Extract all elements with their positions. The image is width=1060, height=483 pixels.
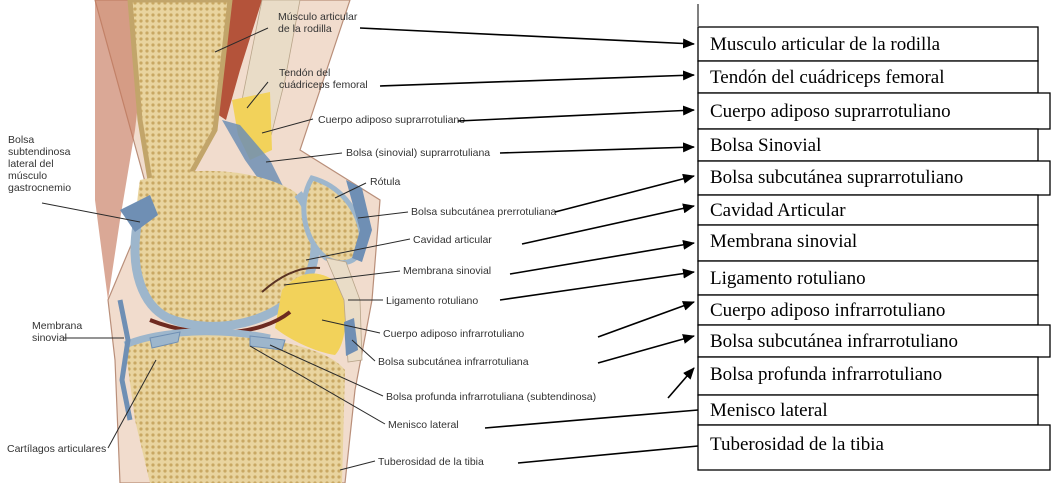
- answer-text-5: Bolsa subcutánea suprarrotuliano: [710, 167, 963, 188]
- arrow-7: [510, 243, 694, 274]
- knee-illustration: [95, 0, 380, 483]
- answer-text-4: Bolsa Sinovial: [710, 135, 821, 156]
- answer-text-8: Ligamento rotuliano: [710, 268, 866, 289]
- arrow-8: [500, 272, 694, 300]
- label-cuerpo-infra: Cuerpo adiposo infrarrotuliano: [383, 328, 524, 340]
- label-bolsa-prerrot: Bolsa subcutánea prerrotuliana: [411, 206, 557, 218]
- leader-line-13: [518, 446, 698, 463]
- label-membrana: Membrana sinovial: [403, 265, 491, 277]
- arrow-9: [598, 302, 694, 337]
- arrow-10: [598, 336, 694, 363]
- label-cuerpo-supra: Cuerpo adiposo suprarrotuliano: [318, 114, 465, 126]
- tibia: [125, 332, 345, 483]
- answer-boxes: Musculo articular de la rodilla Tendón d…: [698, 4, 1050, 470]
- label-cavidad: Cavidad articular: [413, 234, 492, 246]
- label-membrana-left-1: Membrana: [32, 320, 82, 332]
- label-tendon-1: Tendón del: [279, 67, 330, 79]
- arrow-1: [360, 28, 694, 44]
- label-rotula: Rótula: [370, 176, 401, 188]
- arrow-4: [500, 147, 694, 153]
- label-bolsa-supra: Bolsa (sinovial) suprarrotuliana: [346, 147, 490, 159]
- label-bolsa-gastro-1: Bolsa: [8, 134, 34, 146]
- label-menisco: Menisco lateral: [388, 419, 459, 431]
- label-cartilagos: Cartílagos articulares: [7, 443, 106, 455]
- answer-text-12: Menisco lateral: [710, 400, 828, 421]
- answer-text-9: Cuerpo adiposo infrarrotuliano: [710, 300, 945, 321]
- label-bolsa-gastro-3: lateral del: [8, 158, 54, 170]
- answer-text-7: Membrana sinovial: [710, 231, 857, 252]
- label-musculo-articular-2: de la rodilla: [278, 23, 332, 35]
- answer-text-3: Cuerpo adiposo suprarrotuliano: [710, 101, 951, 122]
- label-musculo-articular-1: Músculo articular: [278, 11, 358, 23]
- answer-text-6: Cavidad Articular: [710, 200, 846, 221]
- label-bolsa-gastro-4: músculo: [8, 170, 47, 182]
- arrow-11: [668, 368, 694, 398]
- answer-text-2: Tendón del cuádriceps femoral: [710, 67, 945, 88]
- answer-text-1: Musculo articular de la rodilla: [710, 34, 941, 55]
- label-bolsa-prof: Bolsa profunda infrarrotuliana (subtendi…: [386, 391, 596, 403]
- label-membrana-left-2: sinovial: [32, 332, 67, 344]
- label-ligamento: Ligamento rotuliano: [386, 295, 478, 307]
- label-bolsa-gastro-5: gastrocnemio: [8, 182, 71, 194]
- label-tuberosidad: Tuberosidad de la tibia: [378, 456, 484, 468]
- answer-text-11: Bolsa profunda infrarrotuliano: [710, 364, 942, 385]
- label-tendon-2: cuádriceps femoral: [279, 79, 368, 91]
- arrow-5: [555, 176, 694, 212]
- answer-text-13: Tuberosidad de la tibia: [710, 434, 885, 455]
- answer-text-10: Bolsa subcutánea infrarrotuliano: [710, 331, 958, 352]
- label-bolsa-subc-infra: Bolsa subcutánea infrarrotuliana: [378, 356, 529, 368]
- arrow-3: [458, 110, 694, 121]
- leader-line-12: [485, 410, 698, 428]
- arrow-2: [380, 75, 694, 86]
- label-bolsa-gastro-2: subtendinosa: [8, 146, 71, 158]
